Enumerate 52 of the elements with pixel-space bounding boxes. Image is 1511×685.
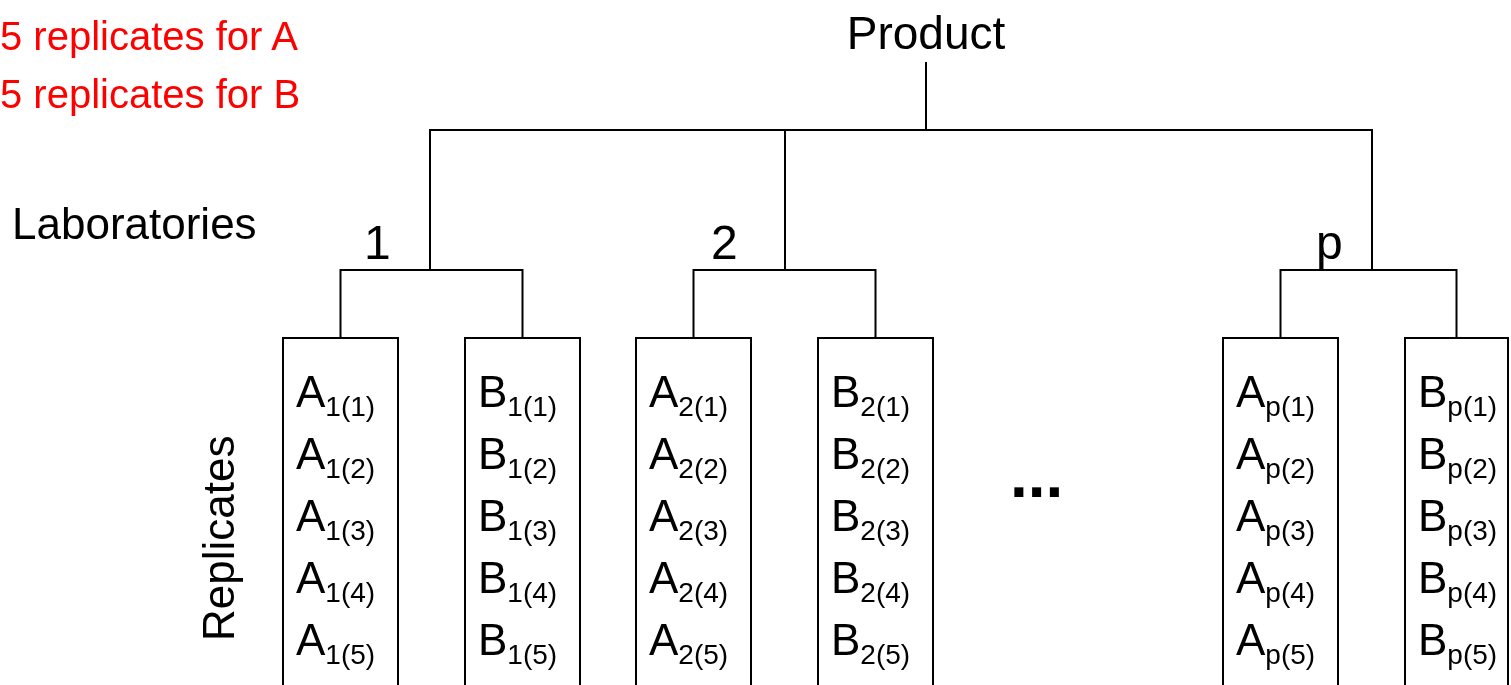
replicate-label: B$_{2(3)}$: [831, 490, 911, 547]
laboratory-label: p: [1316, 215, 1343, 270]
note-text: 5 replicates for A: [0, 14, 298, 58]
replicate-label: A$_{p(3)}$: [1236, 490, 1316, 547]
replicate-label: A$_{p(4)}$: [1236, 552, 1316, 609]
replicate-label: B$_{p(3)}$: [1418, 490, 1498, 547]
replicate-label: A$_{1(4)}$: [296, 552, 376, 609]
replicate-label: A$_{1(2)}$: [296, 428, 376, 485]
replicate-label: B$_{p(1)}$: [1418, 366, 1498, 423]
replicate-label: A$_{p(2)}$: [1236, 428, 1316, 485]
axis-label: Laboratories: [12, 200, 257, 249]
replicate-label: B$_{2(2)}$: [831, 428, 911, 485]
replicate-label: B$_{p(4)}$: [1418, 552, 1498, 609]
replicate-label: B$_{2(5)}$: [831, 614, 911, 671]
replicate-label: B$_{1(2)}$: [478, 428, 558, 485]
laboratory-label: 2: [711, 215, 738, 270]
replicate-column-box: [282, 337, 399, 685]
replicate-label: A$_{2(1)}$: [649, 366, 729, 423]
laboratory-label: 1: [364, 215, 391, 270]
tree-connector: [1279, 269, 1373, 338]
replicate-label: A$_{1(5)}$: [296, 614, 376, 671]
product-label: Product: [828, 6, 1024, 60]
replicate-column-box: [464, 337, 581, 685]
replicate-label: A$_{2(5)}$: [649, 614, 729, 671]
replicate-column-box: [817, 337, 934, 685]
replicate-column-box: [1222, 337, 1339, 685]
replicate-label: A$_{p(1)}$: [1236, 366, 1316, 423]
tree-connector: [429, 269, 524, 338]
tree-connector: [925, 61, 1373, 271]
tree-connector: [784, 269, 877, 338]
replicate-label: B$_{2(4)}$: [831, 552, 911, 609]
replicate-label: A$_{2(3)}$: [649, 490, 729, 547]
replicate-label: B$_{p(5)}$: [1418, 614, 1498, 671]
replicate-label: A$_{2(2)}$: [649, 428, 729, 485]
replicate-column-box: [1404, 337, 1509, 685]
replicate-label: B$_{p(2)}$: [1418, 428, 1498, 485]
tree-connector: [1371, 269, 1458, 338]
replicate-label: B$_{1(1)}$: [478, 366, 558, 423]
note-text: 5 replicates for B: [0, 72, 301, 116]
tree-connector: [339, 269, 431, 338]
replicate-label: B$_{1(5)}$: [478, 614, 558, 671]
replicate-label: B$_{1(4)}$: [478, 552, 558, 609]
replicate-label: A$_{2(4)}$: [649, 552, 729, 609]
replicate-label: B$_{2(1)}$: [831, 366, 911, 423]
replicate-label: A$_{1(3)}$: [296, 490, 376, 547]
replicate-column-box: [635, 337, 752, 685]
tree-connector: [692, 269, 786, 338]
replicate-label: B$_{1(3)}$: [478, 490, 558, 547]
axis-label: Replicates: [194, 435, 243, 641]
replicate-label: A$_{1(1)}$: [296, 366, 376, 423]
replicate-label: A$_{p(5)}$: [1236, 614, 1316, 671]
ellipsis-text: ...: [1010, 440, 1064, 511]
